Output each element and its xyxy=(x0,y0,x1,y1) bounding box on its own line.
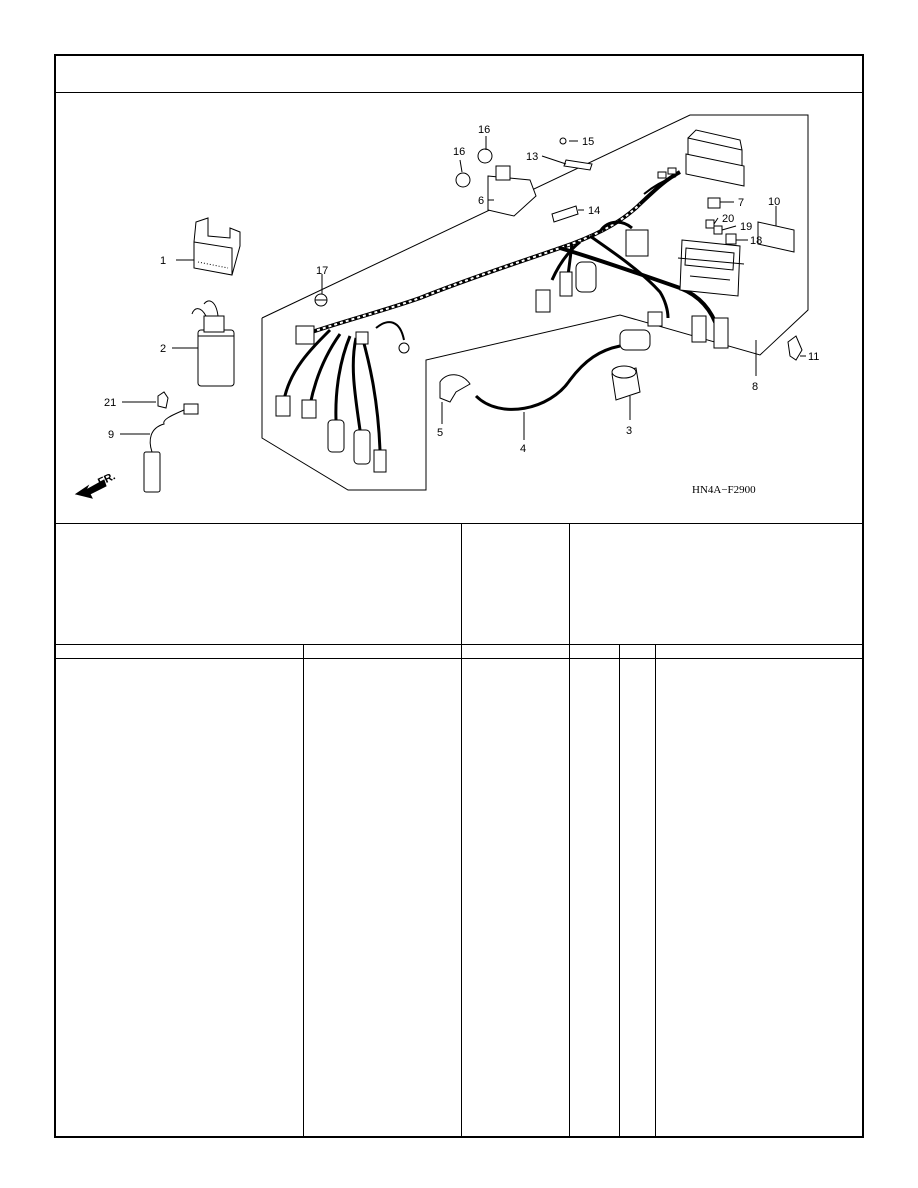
callout-16-left: 16 xyxy=(453,146,465,158)
part-17-bolt xyxy=(314,293,328,307)
part-15-screw xyxy=(559,137,567,145)
connector-d xyxy=(327,419,345,453)
connector-i xyxy=(559,271,573,297)
front-arrow-icon xyxy=(74,479,107,499)
part-7-fuse xyxy=(707,197,721,209)
connector-l xyxy=(691,315,707,343)
connector-a xyxy=(295,325,315,345)
column-divider-3 xyxy=(569,644,570,1137)
connector-f xyxy=(373,449,387,473)
callout-15: 15 xyxy=(582,136,594,148)
wire-harness-diagram: 1 2 3 4 5 6 7 8 9 10 11 13 14 15 16 16 1… xyxy=(74,114,819,499)
part-18-fuse xyxy=(725,233,737,245)
part-13-strap xyxy=(563,159,593,171)
column-divider-1 xyxy=(303,644,304,1137)
part-10-bracket xyxy=(757,221,795,253)
header-divider-1 xyxy=(461,524,462,644)
callout-8: 8 xyxy=(752,381,758,393)
part-16-grommet-b xyxy=(477,148,493,164)
connector-g xyxy=(355,331,369,345)
column-divider-5 xyxy=(655,644,656,1137)
part-1-cover xyxy=(193,217,241,276)
part-3-coil xyxy=(611,365,641,401)
callout-6: 6 xyxy=(478,195,484,207)
connector-b xyxy=(275,395,291,417)
spark-plug-coil-body xyxy=(619,329,651,351)
fuse-box-cover xyxy=(685,129,745,187)
callout-labels: 1 2 3 4 5 6 7 8 9 10 11 13 14 15 16 16 1… xyxy=(104,124,819,455)
connector-j xyxy=(575,261,597,293)
column-divider-4 xyxy=(619,644,620,1137)
header-divider-2 xyxy=(569,524,570,644)
callout-5: 5 xyxy=(437,427,443,439)
connector-m xyxy=(713,317,729,349)
part-16-grommet-a xyxy=(455,172,471,188)
callout-2: 2 xyxy=(160,343,166,355)
callout-11: 11 xyxy=(808,351,819,363)
part-5-plug-cap xyxy=(439,374,471,403)
callout-21: 21 xyxy=(104,397,116,409)
left-branch-3 xyxy=(334,335,352,421)
callout-1: 1 xyxy=(160,255,166,267)
callout-3: 3 xyxy=(626,425,632,437)
left-branch-1 xyxy=(282,328,332,401)
part-14-clamp xyxy=(551,205,579,223)
part-9-sub-harness xyxy=(143,403,199,493)
part-11-clip xyxy=(787,335,803,361)
part-20-fuse xyxy=(705,219,715,229)
callout-14: 14 xyxy=(588,205,600,217)
connector-c xyxy=(301,399,317,419)
callout-4: 4 xyxy=(520,443,526,455)
left-branch-5 xyxy=(360,335,382,451)
part-4-high-tension-wire xyxy=(474,344,621,411)
part-8-fuse-box xyxy=(677,239,745,297)
parts-page-frame xyxy=(54,54,864,1138)
part-21-clip xyxy=(157,391,169,409)
callout-10: 10 xyxy=(768,196,780,208)
title-band-divider xyxy=(55,92,863,93)
connector-h xyxy=(535,289,551,313)
callout-16-top: 16 xyxy=(478,124,490,136)
callout-9: 9 xyxy=(108,429,114,441)
connector-n xyxy=(647,311,663,327)
callout-19: 19 xyxy=(740,221,752,233)
table-header-top-rule xyxy=(55,644,863,645)
front-direction-label: FR. xyxy=(96,470,117,488)
diagram-bottom-divider xyxy=(55,523,863,524)
figure-code: HN4A−F2900 xyxy=(692,484,756,496)
callout-17: 17 xyxy=(316,265,328,277)
harness-group-outline xyxy=(261,114,809,491)
left-branch-4 xyxy=(351,337,362,431)
connector-k xyxy=(625,229,649,257)
callout-7: 7 xyxy=(738,197,744,209)
part-19-fuse xyxy=(713,225,723,235)
callout-13: 13 xyxy=(526,151,538,163)
connector-e xyxy=(353,429,371,465)
column-divider-2 xyxy=(461,644,462,1137)
callout-20: 20 xyxy=(722,213,734,225)
table-header-bottom-rule xyxy=(55,658,863,659)
left-branch-2 xyxy=(308,333,342,406)
part-6-regulator xyxy=(487,165,537,217)
callout-18: 18 xyxy=(750,235,762,247)
part-2-box xyxy=(191,300,235,387)
